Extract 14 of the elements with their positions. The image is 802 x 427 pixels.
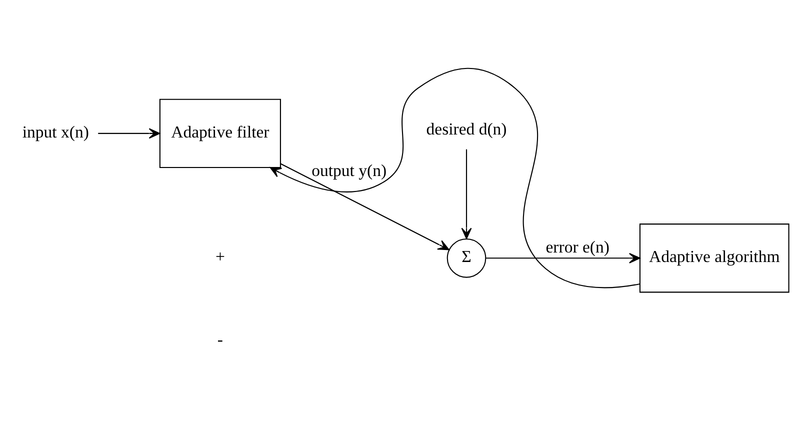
- node-text: desired d(n): [426, 118, 507, 138]
- label: +: [215, 246, 225, 266]
- node-box: Adaptive filter: [159, 98, 281, 168]
- edge-label: output y(n): [312, 160, 387, 180]
- node-box: Adaptive algorithm: [639, 223, 790, 292]
- arrow: [270, 67, 640, 288]
- edge-label: error e(n): [546, 237, 610, 256]
- node-circle: Σ: [446, 238, 486, 278]
- node-text: input x(n): [22, 122, 89, 141]
- arrow: [280, 162, 450, 250]
- arrow: [486, 252, 640, 263]
- arrow: [461, 148, 472, 239]
- label: -: [217, 329, 223, 348]
- arrow: [98, 128, 160, 138]
